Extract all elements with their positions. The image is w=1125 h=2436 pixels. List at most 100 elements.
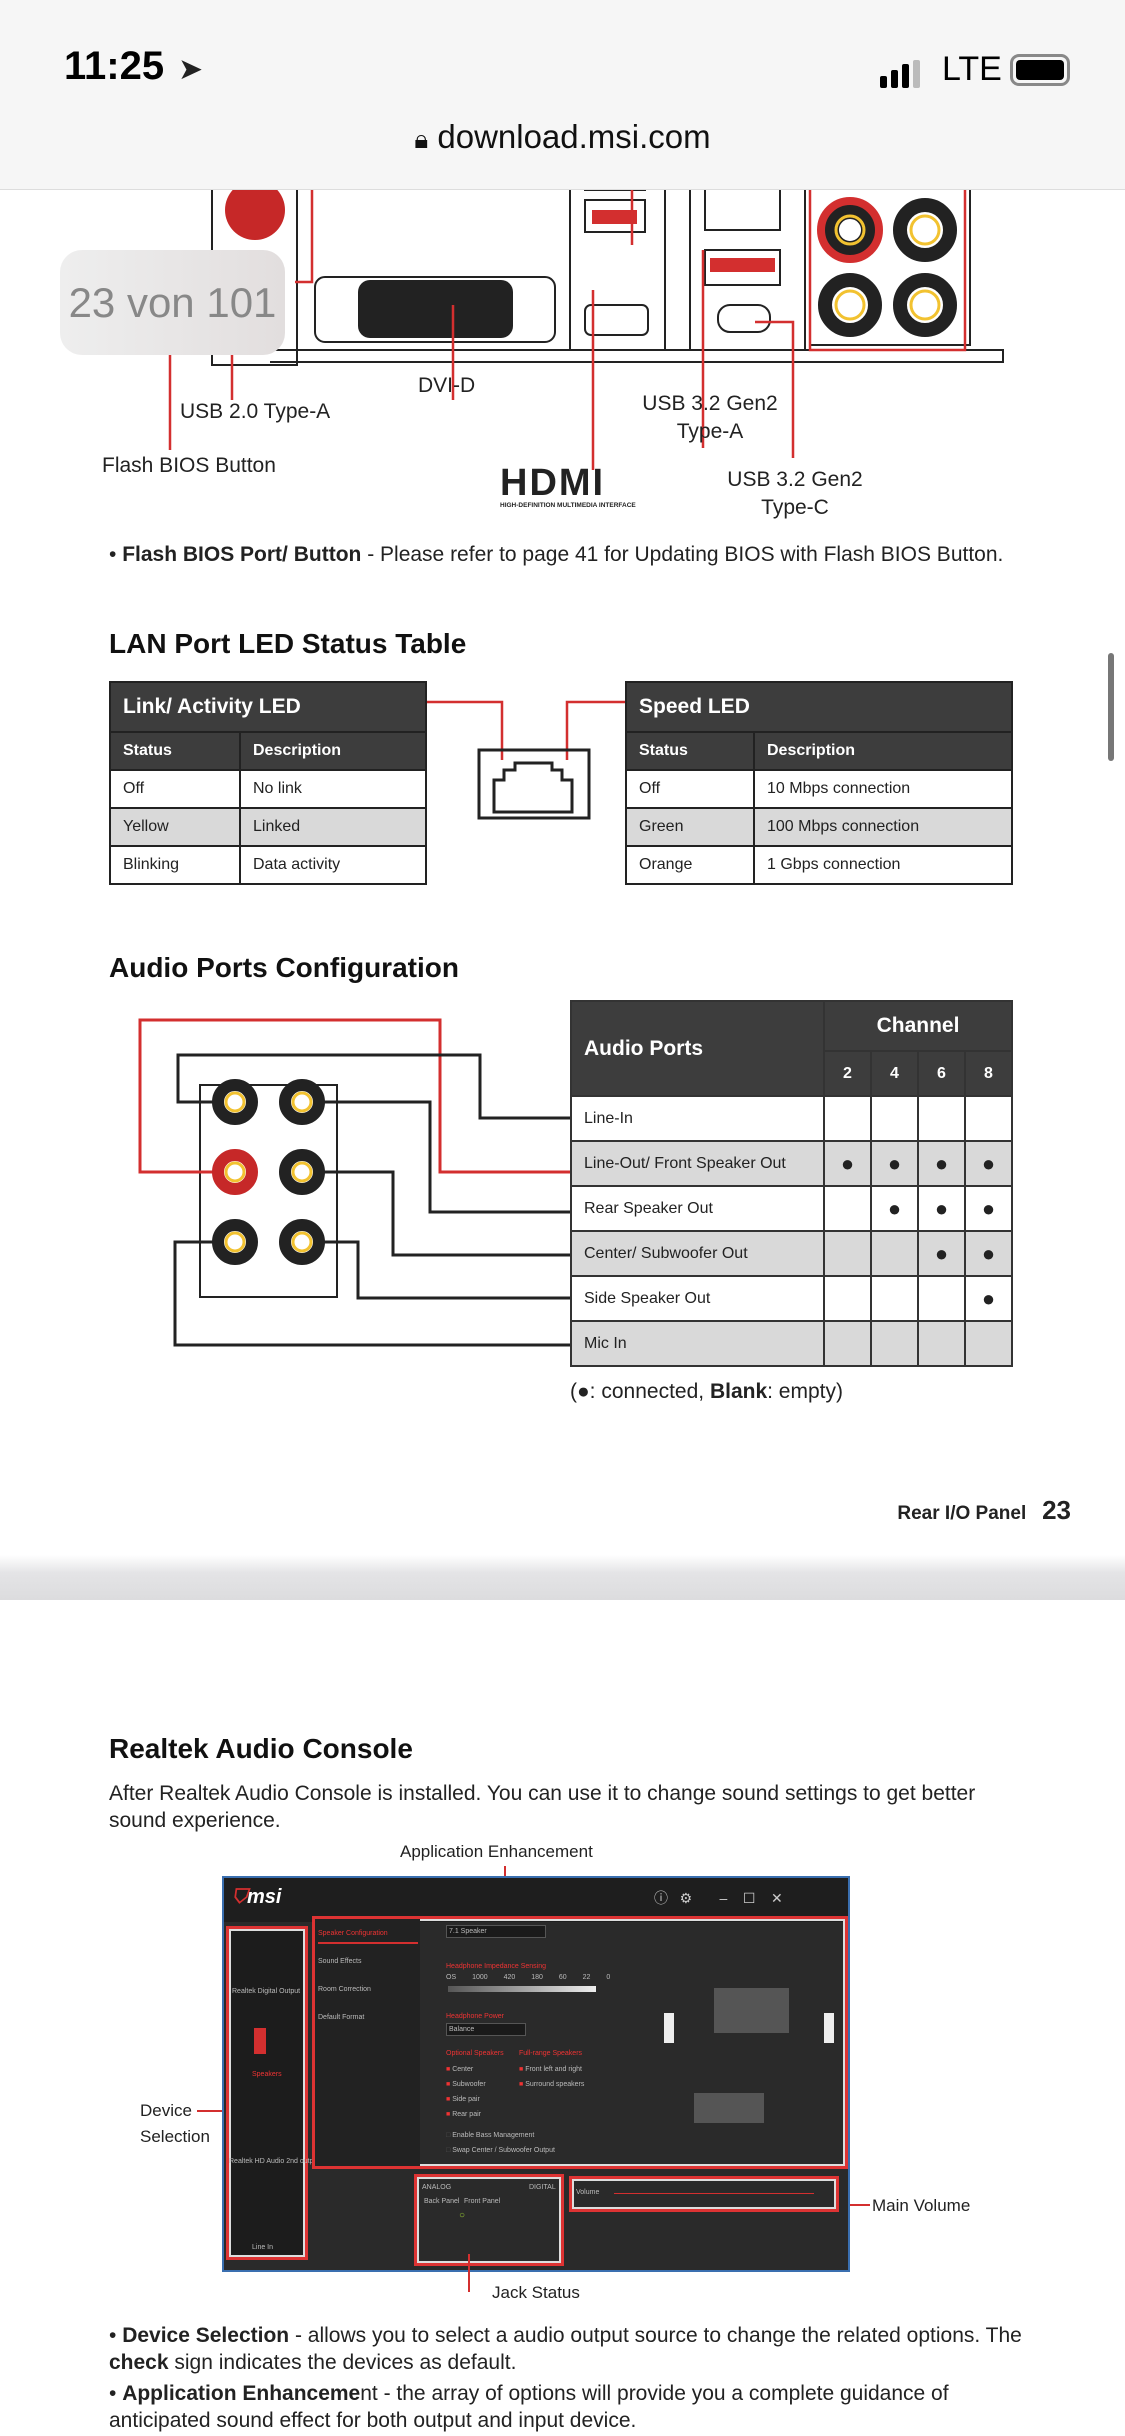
bullet-bold: Device Selection <box>122 2324 290 2347</box>
menu-item: Sound Effects <box>318 1958 362 1965</box>
port-name: Line-In <box>570 1095 825 1142</box>
checkbox-label: Side pair <box>452 2096 480 2103</box>
legend-text: (●: connected, <box>570 1380 710 1403</box>
battery-icon <box>1010 54 1070 86</box>
bullet-text: nt - the array of options will provide y… <box>109 2382 949 2432</box>
tick-label: OS <box>446 1974 457 1981</box>
lan-section-title: LAN Port LED Status Table <box>109 628 467 659</box>
label-flash-bios: Flash BIOS Button <box>102 454 276 477</box>
label-line: Type-C <box>761 496 829 519</box>
optional-speakers: ■ Center ■ Subwoofer ■ Side pair ■ Rear … <box>446 2066 486 2118</box>
tick-label: 0 <box>606 1974 611 1981</box>
device-item: Realtek Digital Output <box>232 1988 301 1995</box>
callout-line-text: Selection <box>140 2127 210 2146</box>
channel-header: 8 <box>964 1050 1013 1097</box>
channel-mark: ● <box>917 1185 966 1232</box>
impedance-ticks: OS 1000 420 180 60 22 0 <box>446 1974 610 1981</box>
device-item: Speakers <box>252 2071 282 2078</box>
channel-header: 2 <box>823 1050 872 1097</box>
power-label: Headphone Power <box>446 2013 504 2020</box>
channel-mark: ● <box>964 1185 1013 1232</box>
status-bar: 11:25 ➤ LTE 🔒︎ download.msi.com <box>0 0 1125 190</box>
table-caption: Speed LED <box>625 681 1013 733</box>
maximize-icon: ☐ <box>742 1890 756 1906</box>
channel-mark <box>823 1275 872 1322</box>
bullet-bold: check <box>109 2351 169 2374</box>
checkbox-label: Center <box>452 2066 474 2073</box>
table-row: Line-In <box>570 1095 1013 1142</box>
brand-text: msi <box>247 1886 282 1908</box>
page-footer: Rear I/O Panel 23 <box>897 1495 1071 1526</box>
col-header: Audio Ports <box>570 1000 825 1097</box>
channel-mark: ● <box>964 1140 1013 1187</box>
channel-header: 4 <box>870 1050 919 1097</box>
menu-item: Room Correction <box>318 1986 371 1993</box>
audio-section-title: Audio Ports Configuration <box>109 952 459 983</box>
tick-label: 22 <box>582 1974 591 1981</box>
page-counter-badge: 23 von 101 <box>60 250 285 355</box>
device-item: Line In <box>252 2244 274 2251</box>
jack-icon: ○ <box>459 2210 466 2221</box>
msi-logo: ⛉msi <box>232 1886 282 1908</box>
port-name: Mic In <box>570 1320 825 1367</box>
channel-mark: ● <box>870 1140 919 1187</box>
channel-mark <box>870 1275 919 1322</box>
callout-main-volume: Main Volume <box>872 2196 971 2215</box>
note-bold: Flash BIOS Port/ Button <box>122 543 362 566</box>
tick-label: 420 <box>503 1974 516 1981</box>
menu-item: Default Format <box>318 2014 365 2021</box>
callout-line <box>197 2110 222 2112</box>
checkbox-label: Front left and right <box>525 2066 582 2073</box>
channel-mark <box>964 1320 1013 1367</box>
table-row: Side Speaker Out ● <box>570 1275 1013 1322</box>
table-row: Rear Speaker Out●●● <box>570 1185 1013 1232</box>
channel-mark: ● <box>964 1275 1013 1322</box>
jack-analog: ANALOG <box>422 2184 452 2191</box>
port-name: Center/ Subwoofer Out <box>570 1230 825 1277</box>
volume-label: Volume <box>576 2189 600 2196</box>
console-window-controls: ⓘ ⚙ – ☐ ✕ <box>654 1888 783 1908</box>
address-bar[interactable]: 🔒︎ download.msi.com <box>0 118 1125 156</box>
bullet-text: - allows you to select a audio output so… <box>289 2324 1022 2347</box>
jack-front: Front Panel <box>464 2198 501 2205</box>
speaker-select: 7.1 Speaker <box>446 1925 546 1938</box>
channel-mark <box>870 1230 919 1277</box>
channel-header: 6 <box>917 1050 966 1097</box>
minimize-icon: – <box>719 1890 728 1906</box>
callout-line <box>850 2204 870 2206</box>
impedance-label: Headphone Impedance Sensing <box>446 1963 547 1970</box>
audio-jack-diagram <box>138 1018 570 1347</box>
label-line: USB 3.2 Gen2 <box>642 392 778 415</box>
scrollbar[interactable] <box>1108 653 1114 761</box>
channel-mark: ● <box>964 1230 1013 1277</box>
table-row: Mic In <box>570 1320 1013 1367</box>
checkbox-label: Swap Center / Subwoofer Output <box>452 2147 555 2154</box>
tick-label: 60 <box>558 1974 567 1981</box>
label-dvi: DVI-D <box>418 374 476 397</box>
rear-io-diagram <box>168 190 1004 470</box>
channel-mark <box>823 1185 872 1232</box>
location-arrow-icon: ➤ <box>178 53 204 86</box>
port-name: Side Speaker Out <box>570 1275 825 1322</box>
channel-mark: ● <box>917 1230 966 1277</box>
channel-mark <box>964 1095 1013 1142</box>
channel-mark: ● <box>870 1185 919 1232</box>
realtek-intro: After Realtek Audio Console is installed… <box>109 1782 976 1832</box>
flash-bios-note: • Flash BIOS Port/ Button - Please refer… <box>109 543 1004 566</box>
close-icon: ✕ <box>770 1890 783 1906</box>
footer-page-number: 23 <box>1042 1495 1071 1525</box>
checkbox-label: Enable Bass Management <box>452 2132 535 2139</box>
col-header: Description <box>239 731 427 771</box>
channel-mark <box>823 1230 872 1277</box>
gear-icon: ⚙ <box>679 1890 693 1906</box>
realtek-console-screenshot: ⛉msi ⓘ ⚙ – ☐ ✕ Realtek Digital Output Sp… <box>222 1876 850 2272</box>
table-caption: Link/ Activity LED <box>109 681 427 733</box>
power-select: Balance <box>446 2023 526 2036</box>
